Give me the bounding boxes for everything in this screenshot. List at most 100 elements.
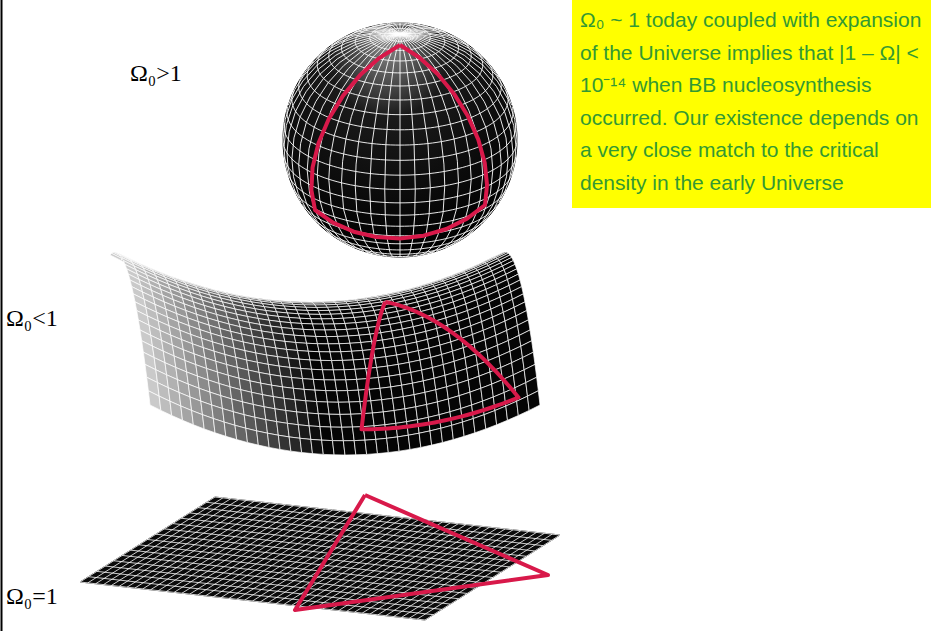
saddle bbox=[110, 252, 540, 455]
saddle-cell bbox=[318, 310, 331, 314]
saddle-cell bbox=[376, 438, 389, 453]
plane-grid bbox=[198, 508, 543, 546]
saddle-cell bbox=[319, 352, 332, 361]
plane-grid bbox=[105, 566, 450, 604]
saddle-cell bbox=[452, 422, 465, 439]
saddle-cell bbox=[359, 334, 372, 342]
saddle-cell bbox=[349, 402, 362, 415]
saddle-cell bbox=[313, 379, 326, 390]
saddle-cell bbox=[341, 351, 354, 360]
saddle-cell bbox=[325, 330, 338, 337]
saddle-cell bbox=[348, 335, 361, 343]
saddle-cell bbox=[331, 314, 344, 319]
omega-label: Ω₀>1 bbox=[130, 60, 182, 87]
saddle-cell bbox=[159, 396, 172, 415]
saddle-cell bbox=[354, 440, 367, 455]
saddle-cell bbox=[224, 422, 237, 439]
saddle-cell bbox=[328, 402, 341, 414]
saddle-cell bbox=[369, 388, 382, 401]
saddle-cell bbox=[380, 387, 393, 400]
sphere-grid bbox=[283, 23, 517, 257]
saddle-cell bbox=[484, 411, 497, 429]
saddle-cell bbox=[335, 380, 348, 391]
saddle-cell bbox=[213, 419, 226, 437]
saddle-cell bbox=[307, 343, 320, 351]
saddle-cell bbox=[403, 395, 416, 409]
saddle-cell bbox=[318, 344, 331, 352]
saddle-cell bbox=[402, 383, 415, 396]
saddle-cell bbox=[385, 423, 398, 438]
saddle-cell bbox=[398, 435, 411, 451]
saddle-cell bbox=[383, 411, 396, 425]
saddle-cell bbox=[324, 380, 337, 391]
saddle-cell bbox=[371, 400, 384, 413]
sphere-body bbox=[283, 23, 517, 257]
saddle-cell bbox=[394, 409, 407, 424]
saddle-cell bbox=[321, 360, 334, 370]
saddle-cell bbox=[473, 415, 486, 433]
saddle-cell bbox=[495, 406, 508, 425]
saddle-cell bbox=[329, 414, 342, 427]
saddle-cell bbox=[416, 405, 429, 420]
saddle-cell bbox=[311, 319, 324, 324]
saddle-cell bbox=[387, 437, 400, 453]
saddle-cell bbox=[393, 397, 406, 411]
plane-grid bbox=[88, 577, 433, 615]
saddle-cell bbox=[308, 413, 321, 427]
saddle-cell bbox=[323, 324, 336, 330]
saddle-cell bbox=[334, 323, 347, 329]
plane-grid bbox=[181, 518, 526, 556]
omega-label: Ω₀<1 bbox=[6, 305, 58, 332]
saddle-cell bbox=[377, 366, 390, 377]
saddle-cell bbox=[382, 398, 395, 412]
note-box: Ω₀ ~ 1 today coupled with expansion of t… bbox=[572, 0, 931, 208]
flat-plane bbox=[80, 495, 560, 620]
saddle-cell bbox=[348, 390, 361, 402]
saddle-cell bbox=[345, 323, 358, 330]
plane-grid bbox=[207, 502, 552, 540]
saddle-cell bbox=[301, 369, 314, 380]
saddle-cell bbox=[346, 379, 359, 390]
saddle-cell bbox=[309, 426, 322, 440]
saddle-cell bbox=[203, 415, 216, 433]
plane-grid bbox=[97, 571, 442, 609]
saddle-cell bbox=[343, 360, 356, 370]
note-text: Ω₀ ~ 1 today coupled with expansion of t… bbox=[580, 4, 923, 199]
saddle-cell bbox=[317, 402, 330, 415]
saddle-cell bbox=[419, 431, 432, 448]
flat-triangle bbox=[295, 495, 548, 610]
saddle-cell bbox=[318, 414, 331, 427]
saddle-cell bbox=[373, 412, 386, 426]
saddle-cell bbox=[441, 425, 454, 442]
saddle-cell bbox=[333, 370, 346, 380]
saddle-cell bbox=[170, 401, 183, 420]
saddle-cell bbox=[308, 310, 321, 314]
saddle-cell bbox=[322, 440, 335, 455]
saddle-cell bbox=[365, 439, 378, 454]
saddle-cell bbox=[310, 360, 323, 370]
saddle-cell bbox=[314, 330, 327, 337]
saddle-cell bbox=[331, 427, 344, 441]
frame-line bbox=[1, 0, 3, 631]
saddle-cell bbox=[389, 374, 402, 386]
saddle-cell bbox=[312, 369, 325, 380]
saddle-cell bbox=[308, 351, 321, 360]
saddle-cell bbox=[337, 391, 350, 403]
saddle-cell bbox=[316, 336, 329, 343]
saddle-cell bbox=[463, 419, 476, 437]
saddle-cell bbox=[303, 329, 316, 336]
saddle-cell bbox=[148, 391, 161, 411]
saddle-cell bbox=[192, 411, 205, 429]
saddle-cell bbox=[328, 344, 341, 352]
saddle-cell bbox=[405, 407, 418, 422]
omega-label: Ω₀=1 bbox=[6, 583, 58, 610]
spherical-triangle bbox=[311, 45, 487, 238]
saddle-cell bbox=[430, 428, 443, 445]
saddle-cell bbox=[336, 329, 349, 336]
saddle-cell bbox=[347, 329, 360, 336]
saddle-cell bbox=[338, 336, 351, 344]
saddle-cell bbox=[327, 336, 340, 343]
saddle-cell bbox=[355, 369, 368, 380]
saddle-cell bbox=[317, 307, 330, 310]
plane-body bbox=[80, 497, 560, 620]
